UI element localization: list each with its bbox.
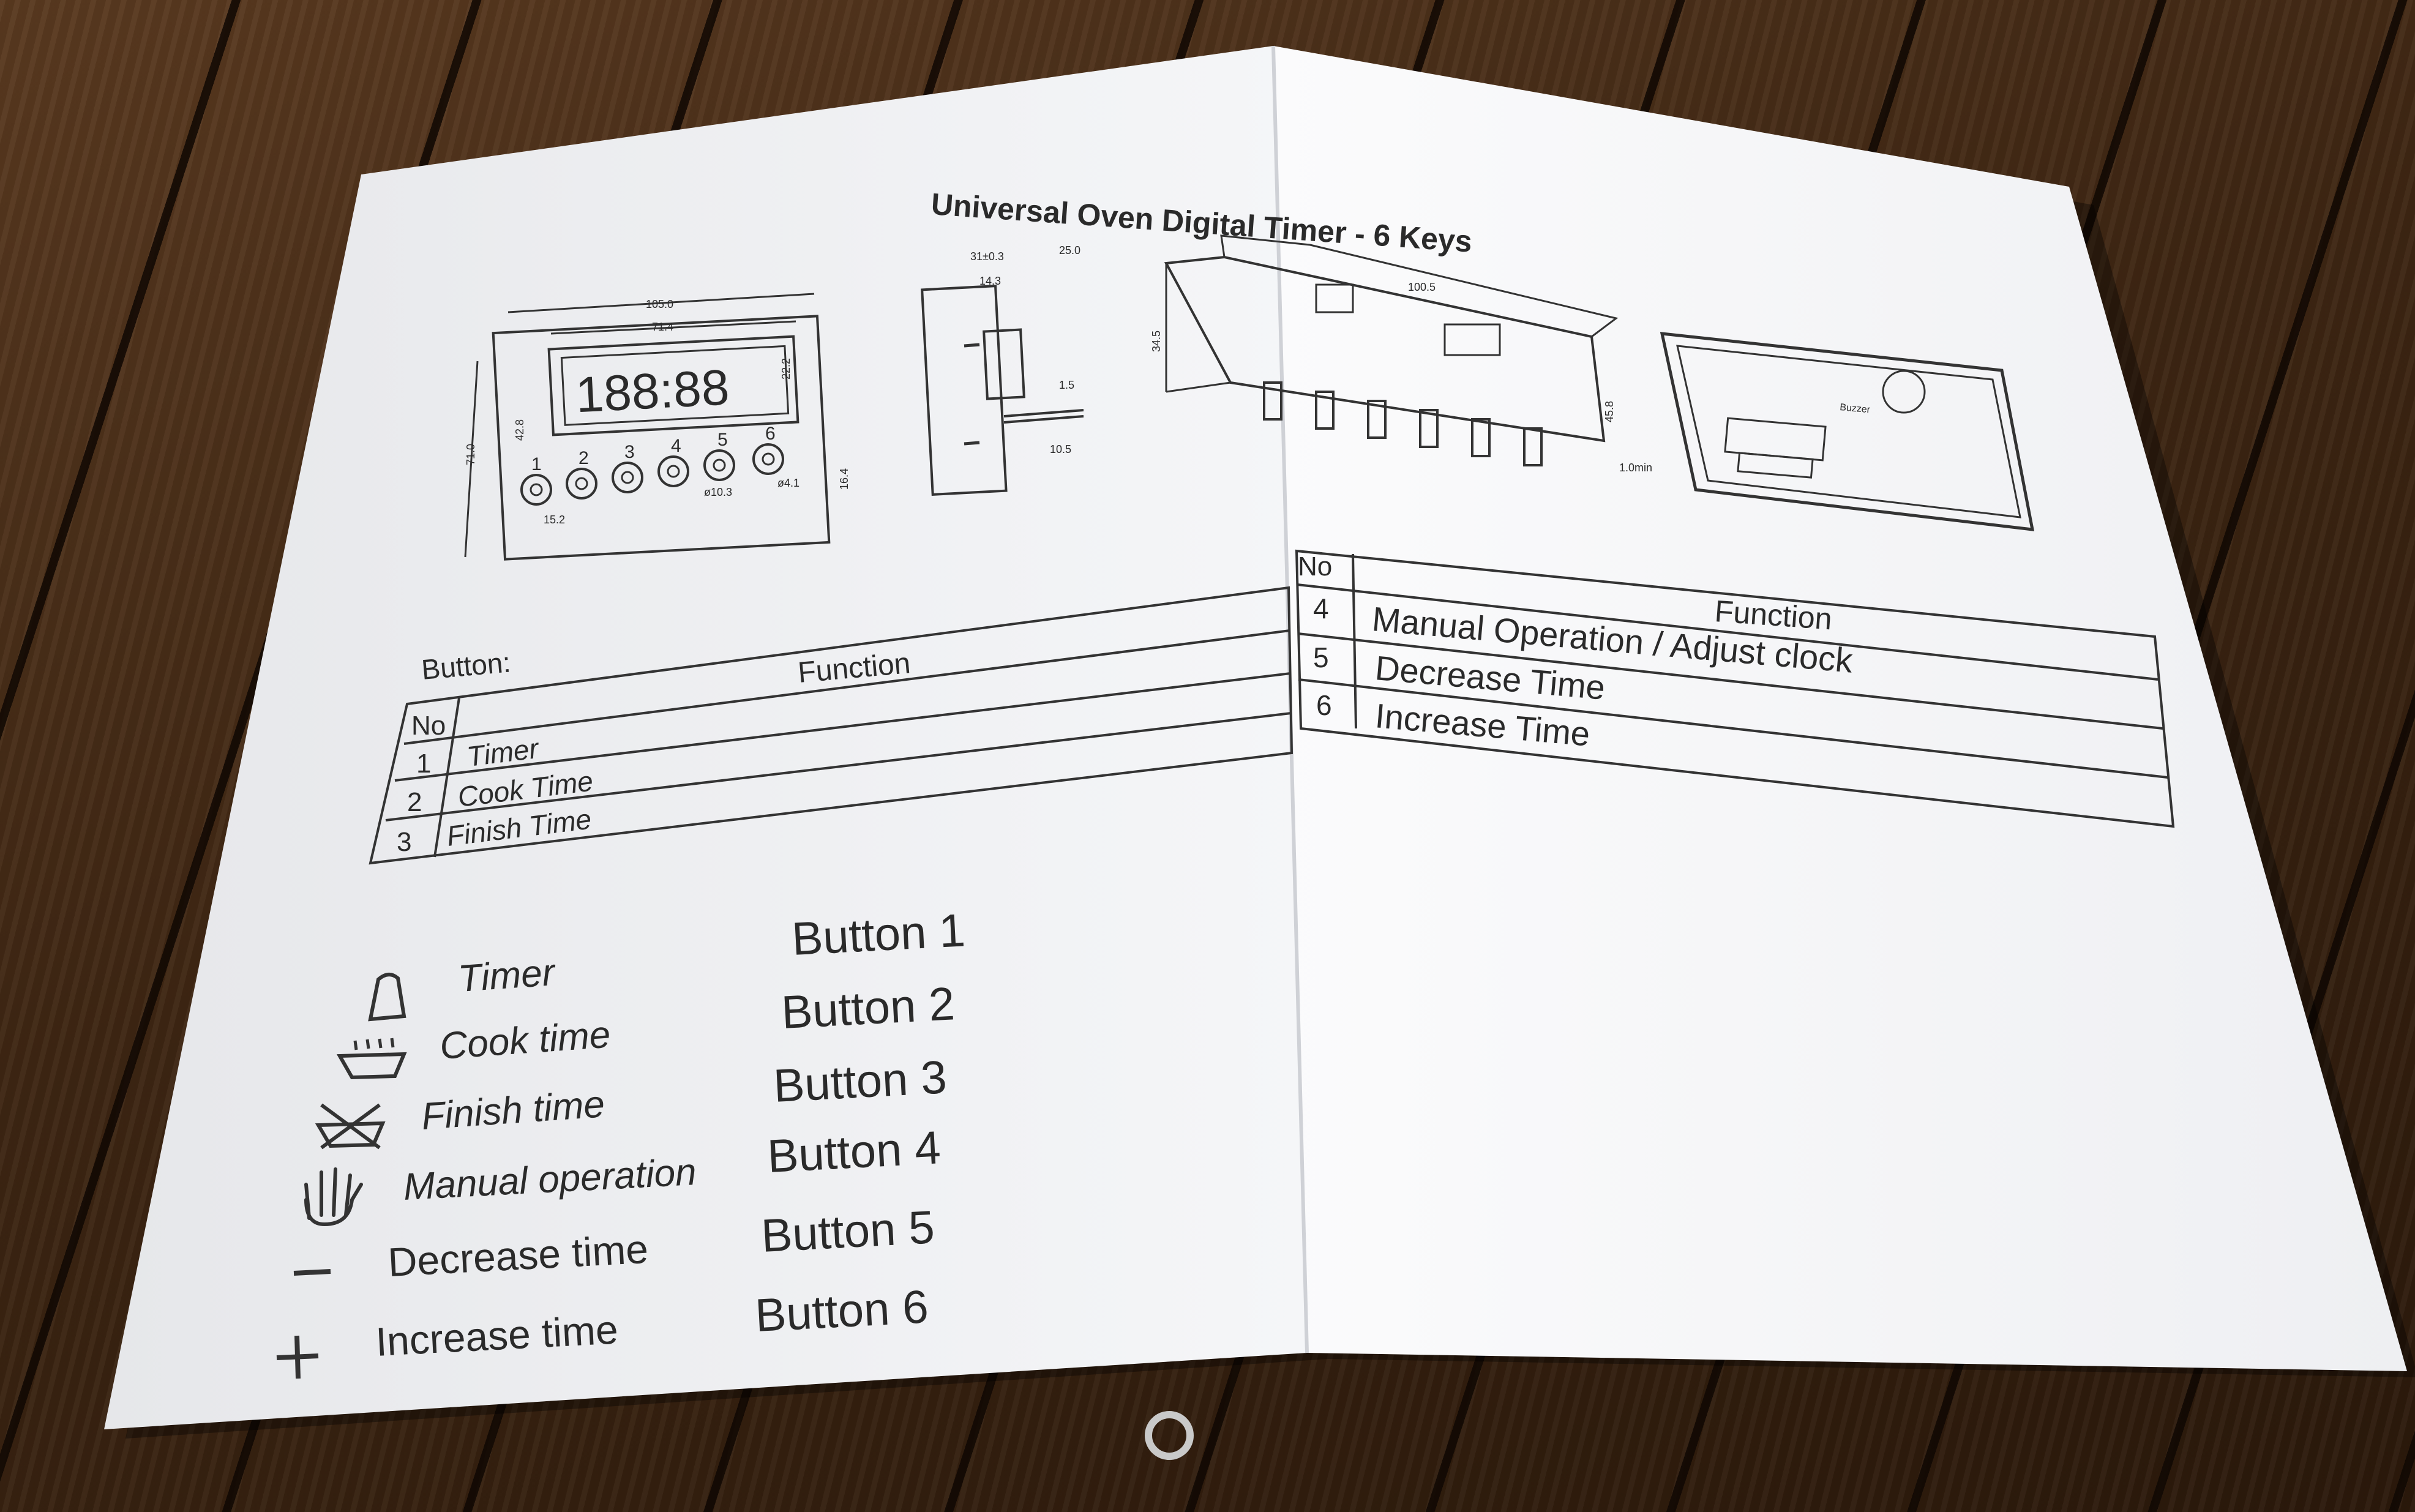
legend-button: Button 1: [790, 904, 966, 965]
table-right-row-no: 6: [1316, 689, 1332, 721]
dimension-14-3: 14.3: [979, 275, 1001, 287]
paper-right-half: [1273, 46, 2407, 1371]
hand-icon: [304, 1167, 363, 1227]
legend-button: Button 2: [780, 978, 956, 1039]
dimension-key-diameter-2: ø4.1: [777, 477, 799, 489]
key-number-3: 3: [624, 442, 635, 462]
dimension-105: 105.0: [646, 298, 673, 310]
dimension-25: 25.0: [1059, 244, 1080, 256]
legend-label: Timer: [457, 951, 558, 1000]
dimension-42-8: 42.8: [514, 419, 526, 441]
dimension-1-0min: 1.0min: [1619, 462, 1652, 474]
dimension-15-2: 15.2: [544, 514, 565, 526]
key-number-6: 6: [765, 424, 776, 444]
perspective-key-stems: [1263, 381, 1543, 466]
plus-icon: [276, 1335, 319, 1379]
dimension-34-5: 34.5: [1150, 331, 1163, 352]
legend-row: Timer Button 1: [368, 904, 967, 1022]
legend-row: Increase time Button 6: [276, 1281, 930, 1379]
legend-button: Button 3: [772, 1051, 948, 1112]
table-left-row-no: 3: [397, 827, 411, 857]
rear-view-board: Buzzer: [1660, 332, 2035, 531]
table-left-row-no: 2: [407, 787, 422, 817]
table-left-row-no: 1: [416, 749, 431, 779]
dimension-key-diameter: ø10.3: [704, 486, 732, 498]
pot-icon: [336, 1038, 407, 1080]
pot-cross-icon: [315, 1103, 386, 1150]
side-view-diagram: 31±0.3 25.0 14.3 1.5 10.5: [921, 244, 1084, 496]
dimension-100-5: 100.5: [1408, 281, 1436, 293]
table-right-header-function: Function: [1713, 594, 1833, 636]
table-left-caption: Button:: [420, 646, 512, 686]
legend-button: Button 4: [766, 1121, 942, 1183]
legend-button: Button 6: [754, 1281, 929, 1342]
key-number-1: 1: [531, 454, 542, 474]
dimension-10-5: 10.5: [1050, 443, 1071, 455]
key-number-2: 2: [578, 448, 589, 468]
bell-icon: [368, 973, 406, 1022]
legend-button: Button 5: [760, 1201, 935, 1262]
dimension-1-5: 1.5: [1059, 379, 1074, 391]
key-number-5: 5: [717, 430, 728, 450]
perspective-view-diagram: 100.5 34.5 45.8 1.0min: [1150, 234, 1652, 474]
metal-ring: [1145, 1411, 1194, 1460]
board-marking: Buzzer: [1840, 402, 1871, 415]
paper-left-half: [104, 46, 1307, 1429]
dimension-45-8: 45.8: [1603, 401, 1616, 422]
minus-icon: [293, 1269, 331, 1276]
front-view-keys: [520, 443, 784, 506]
table-left-header-no: No: [411, 711, 446, 741]
legend-row: Cook time Button 2: [336, 978, 956, 1080]
key-number-4: 4: [671, 436, 681, 456]
table-right-row-no: 5: [1313, 642, 1329, 673]
dimension-31: 31±0.3: [970, 250, 1004, 263]
dimension-71: 71.0: [465, 444, 477, 465]
dimension-16-4: 16.4: [838, 468, 850, 490]
dimension-71-4: 71.4: [652, 321, 673, 333]
dimension-22-2: 22.2: [780, 358, 792, 380]
front-view-diagram: 188:88 1 2 3 4 5 6 105.0 71.4 22.2 71.0 …: [464, 293, 850, 561]
table-right-row-no: 4: [1313, 593, 1329, 624]
timer-display-digits: 188:88: [574, 359, 730, 423]
table-right-header-no: No: [1298, 552, 1332, 582]
button-table-left: Button: No Function 1 Timer 2 Cook Time …: [369, 586, 1294, 865]
